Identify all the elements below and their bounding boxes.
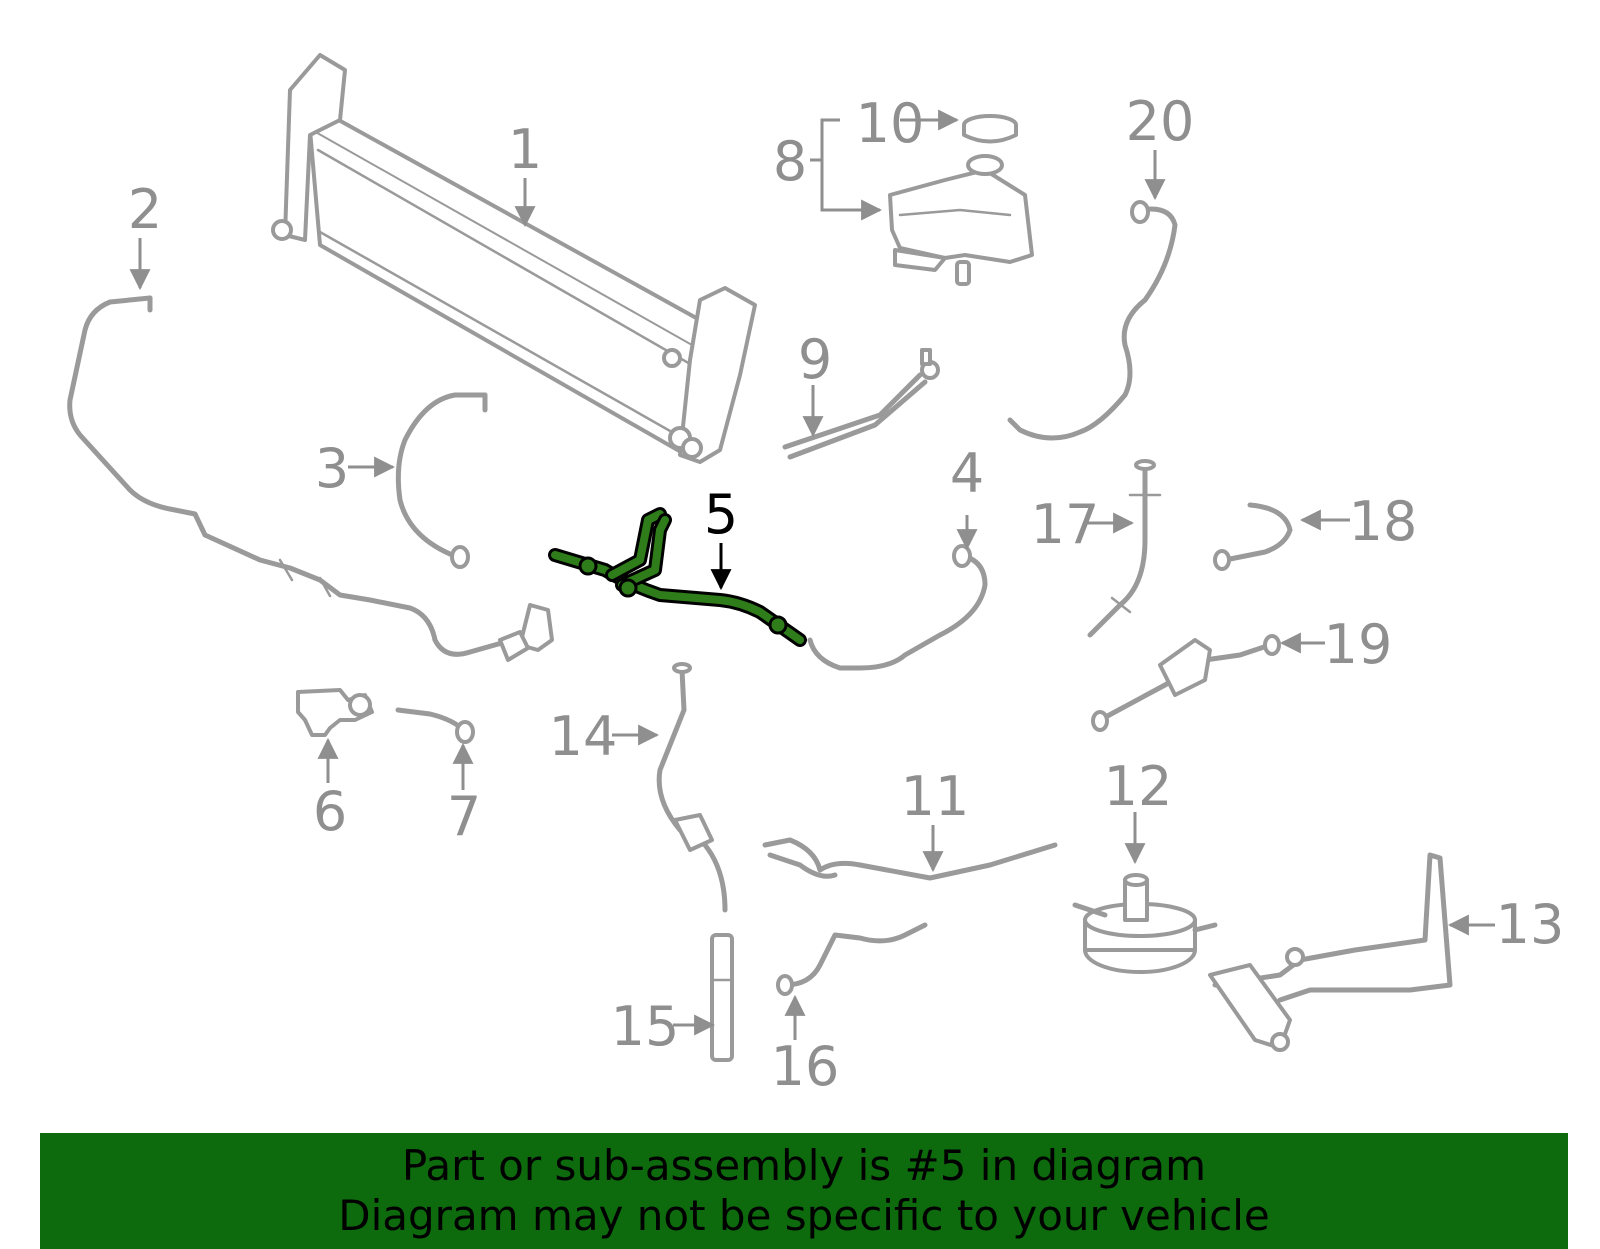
- part-7-hose: [395, 707, 475, 744]
- callout-1: 1: [508, 118, 542, 181]
- part-13-bracket: [1208, 852, 1453, 1052]
- part-10-cap: [962, 114, 1018, 144]
- callout-10: 10: [856, 92, 925, 155]
- callout-6: 6: [313, 780, 347, 843]
- part-12-pump: [1072, 873, 1218, 974]
- part-17-hose: [1087, 459, 1162, 638]
- callout-20: 20: [1126, 90, 1195, 153]
- footer-banner: Part or sub-assembly is #5 in diagram Di…: [40, 1133, 1568, 1249]
- callout-2: 2: [128, 178, 162, 241]
- part-1-radiator: [271, 53, 757, 464]
- callout-18: 18: [1349, 490, 1418, 553]
- callout-12: 12: [1104, 755, 1173, 818]
- callout-14: 14: [549, 705, 618, 768]
- callout-11: 11: [901, 765, 970, 828]
- part-16-hose: [776, 922, 928, 996]
- callout-16: 16: [771, 1035, 840, 1098]
- callout-3: 3: [315, 437, 349, 500]
- callout-9: 9: [798, 328, 832, 391]
- callout-5: 5: [704, 483, 738, 546]
- footer-line-2: Diagram may not be specific to your vehi…: [338, 1191, 1270, 1240]
- part-19-pipe: [1091, 634, 1281, 732]
- callout-13: 13: [1496, 893, 1565, 956]
- part-6-valve: [296, 688, 374, 737]
- part-20-hose: [1007, 200, 1178, 441]
- callout-17: 17: [1031, 493, 1100, 556]
- part-15-hose: [710, 933, 734, 1062]
- callout-labels: 1 2 3 4 5 6 7 8 9 10 11 12 13 14 15 16 1…: [128, 90, 1565, 1098]
- part-3-hose: [395, 392, 488, 569]
- part-8-reservoir: [888, 154, 1034, 286]
- callout-19: 19: [1324, 613, 1393, 676]
- part-11-pipe: [762, 837, 1058, 881]
- part-4-hose: [807, 544, 988, 671]
- part-18-elbow: [1213, 502, 1293, 571]
- callout-15: 15: [611, 995, 680, 1058]
- part-2-hose: [67, 295, 554, 662]
- callout-8: 8: [773, 130, 807, 193]
- part-14-hose: [656, 662, 728, 913]
- part-5-pipe-highlighted: [548, 507, 807, 647]
- leader-lines: [129, 109, 1495, 1040]
- footer-line-1: Part or sub-assembly is #5 in diagram: [401, 1141, 1207, 1190]
- callout-7: 7: [447, 785, 481, 848]
- callout-4: 4: [950, 442, 984, 505]
